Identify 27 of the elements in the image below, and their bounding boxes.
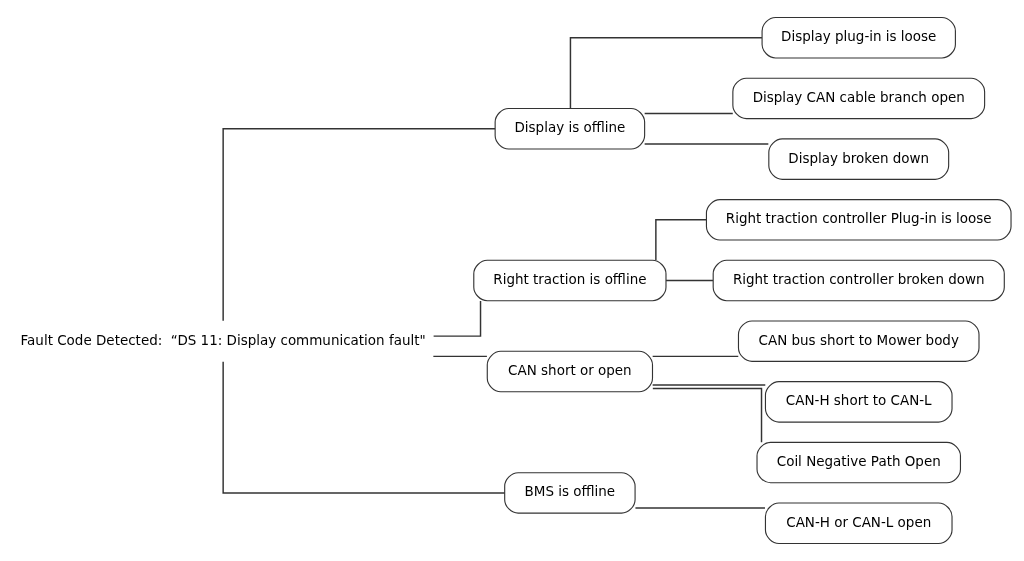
- node-box: Display plug-in is loose: [761, 16, 956, 59]
- node-box: Display is offline: [494, 108, 646, 150]
- node-box: CAN bus short to Mower body: [737, 320, 980, 362]
- connector: [222, 360, 506, 494]
- connector: [655, 219, 707, 261]
- node-box: CAN-H short to CAN-L: [764, 381, 953, 423]
- node-box: Right traction is offline: [473, 259, 667, 302]
- node-box: BMS is offline: [504, 472, 636, 514]
- connector: [652, 387, 763, 444]
- connector: [432, 355, 488, 358]
- connector: [432, 300, 482, 337]
- connector: [222, 128, 496, 322]
- node-box: CAN-H or CAN-L open: [764, 502, 953, 545]
- connector: [665, 279, 714, 282]
- node-box: Right traction controller broken down: [712, 259, 1005, 302]
- connector: [651, 355, 739, 358]
- connector: [569, 37, 763, 109]
- connector: [634, 507, 766, 509]
- connector: [651, 384, 766, 386]
- connector: [643, 143, 770, 145]
- node-box: CAN short or open: [486, 350, 654, 393]
- node-box: Right traction controller Plug-in is loose: [705, 199, 1012, 241]
- node-text: Fault Code Detected: “DS 11: Display communication fault": [20, 331, 426, 348]
- node-box: Display CAN cable branch open: [732, 77, 986, 120]
- connector: [643, 112, 734, 115]
- node-box: Coil Negative Path Open: [756, 441, 961, 484]
- node-box: Display broken down: [768, 138, 950, 180]
